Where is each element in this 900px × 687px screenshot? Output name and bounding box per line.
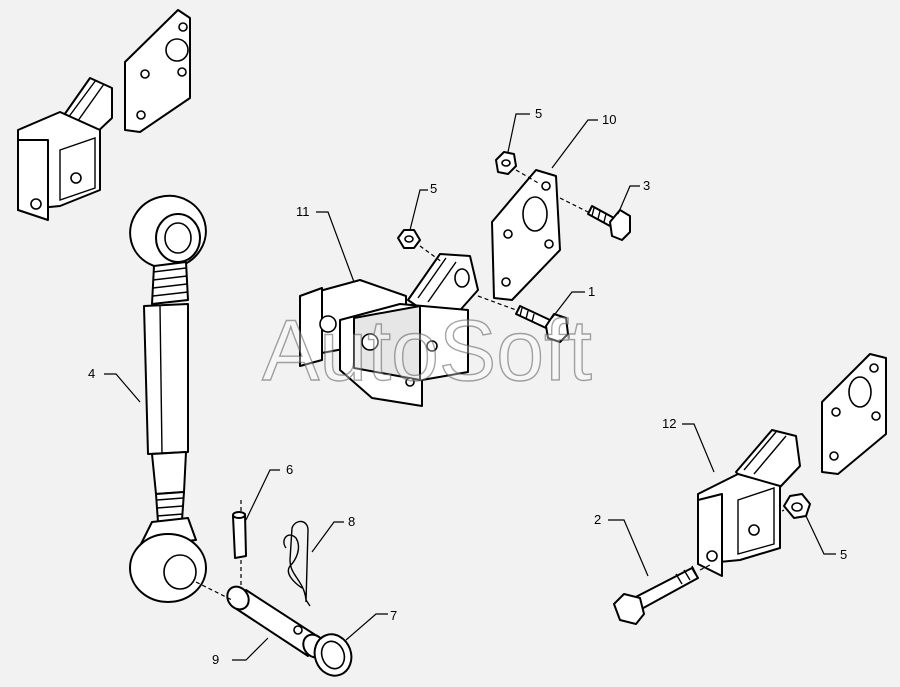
nut-part-5-top bbox=[495, 151, 541, 185]
top-left-bracket bbox=[17, 9, 191, 221]
callout-3: 3 bbox=[643, 178, 650, 193]
watermark: AutoSoft bbox=[262, 303, 592, 399]
nut-part-5-middle bbox=[397, 229, 443, 263]
plate-part-10 bbox=[491, 169, 561, 301]
roll-pin-part-6 bbox=[232, 500, 247, 588]
callout-7: 7 bbox=[390, 608, 397, 623]
center-bracket-part-11 bbox=[299, 253, 479, 407]
pin-part-9 bbox=[195, 581, 326, 659]
bolt-part-3 bbox=[559, 197, 631, 241]
callout-8: 8 bbox=[348, 514, 355, 529]
right-bracket-part-12 bbox=[697, 353, 887, 577]
callout-2: 2 bbox=[594, 512, 601, 527]
callout-12: 12 bbox=[662, 416, 676, 431]
leader-lines bbox=[104, 113, 836, 661]
callout-4: 4 bbox=[88, 366, 95, 381]
nut-part-5-right bbox=[769, 493, 811, 519]
callout-1: 1 bbox=[588, 284, 595, 299]
callout-6: 6 bbox=[286, 462, 293, 477]
washer-part-7 bbox=[313, 633, 353, 677]
callout-10: 10 bbox=[602, 112, 616, 127]
turnbuckle-part-4 bbox=[129, 194, 207, 603]
callout-labels: 1 2 3 4 5 5 5 6 7 8 9 10 11 12 bbox=[88, 106, 847, 667]
callout-5-middle: 5 bbox=[430, 181, 437, 196]
callout-11: 11 bbox=[296, 204, 310, 219]
bolt-part-1 bbox=[477, 295, 569, 343]
callout-5-top: 5 bbox=[535, 106, 542, 121]
clip-part-8 bbox=[283, 520, 311, 607]
callout-5-right: 5 bbox=[840, 547, 847, 562]
bolt-part-2 bbox=[613, 563, 713, 625]
callout-9: 9 bbox=[212, 652, 219, 667]
